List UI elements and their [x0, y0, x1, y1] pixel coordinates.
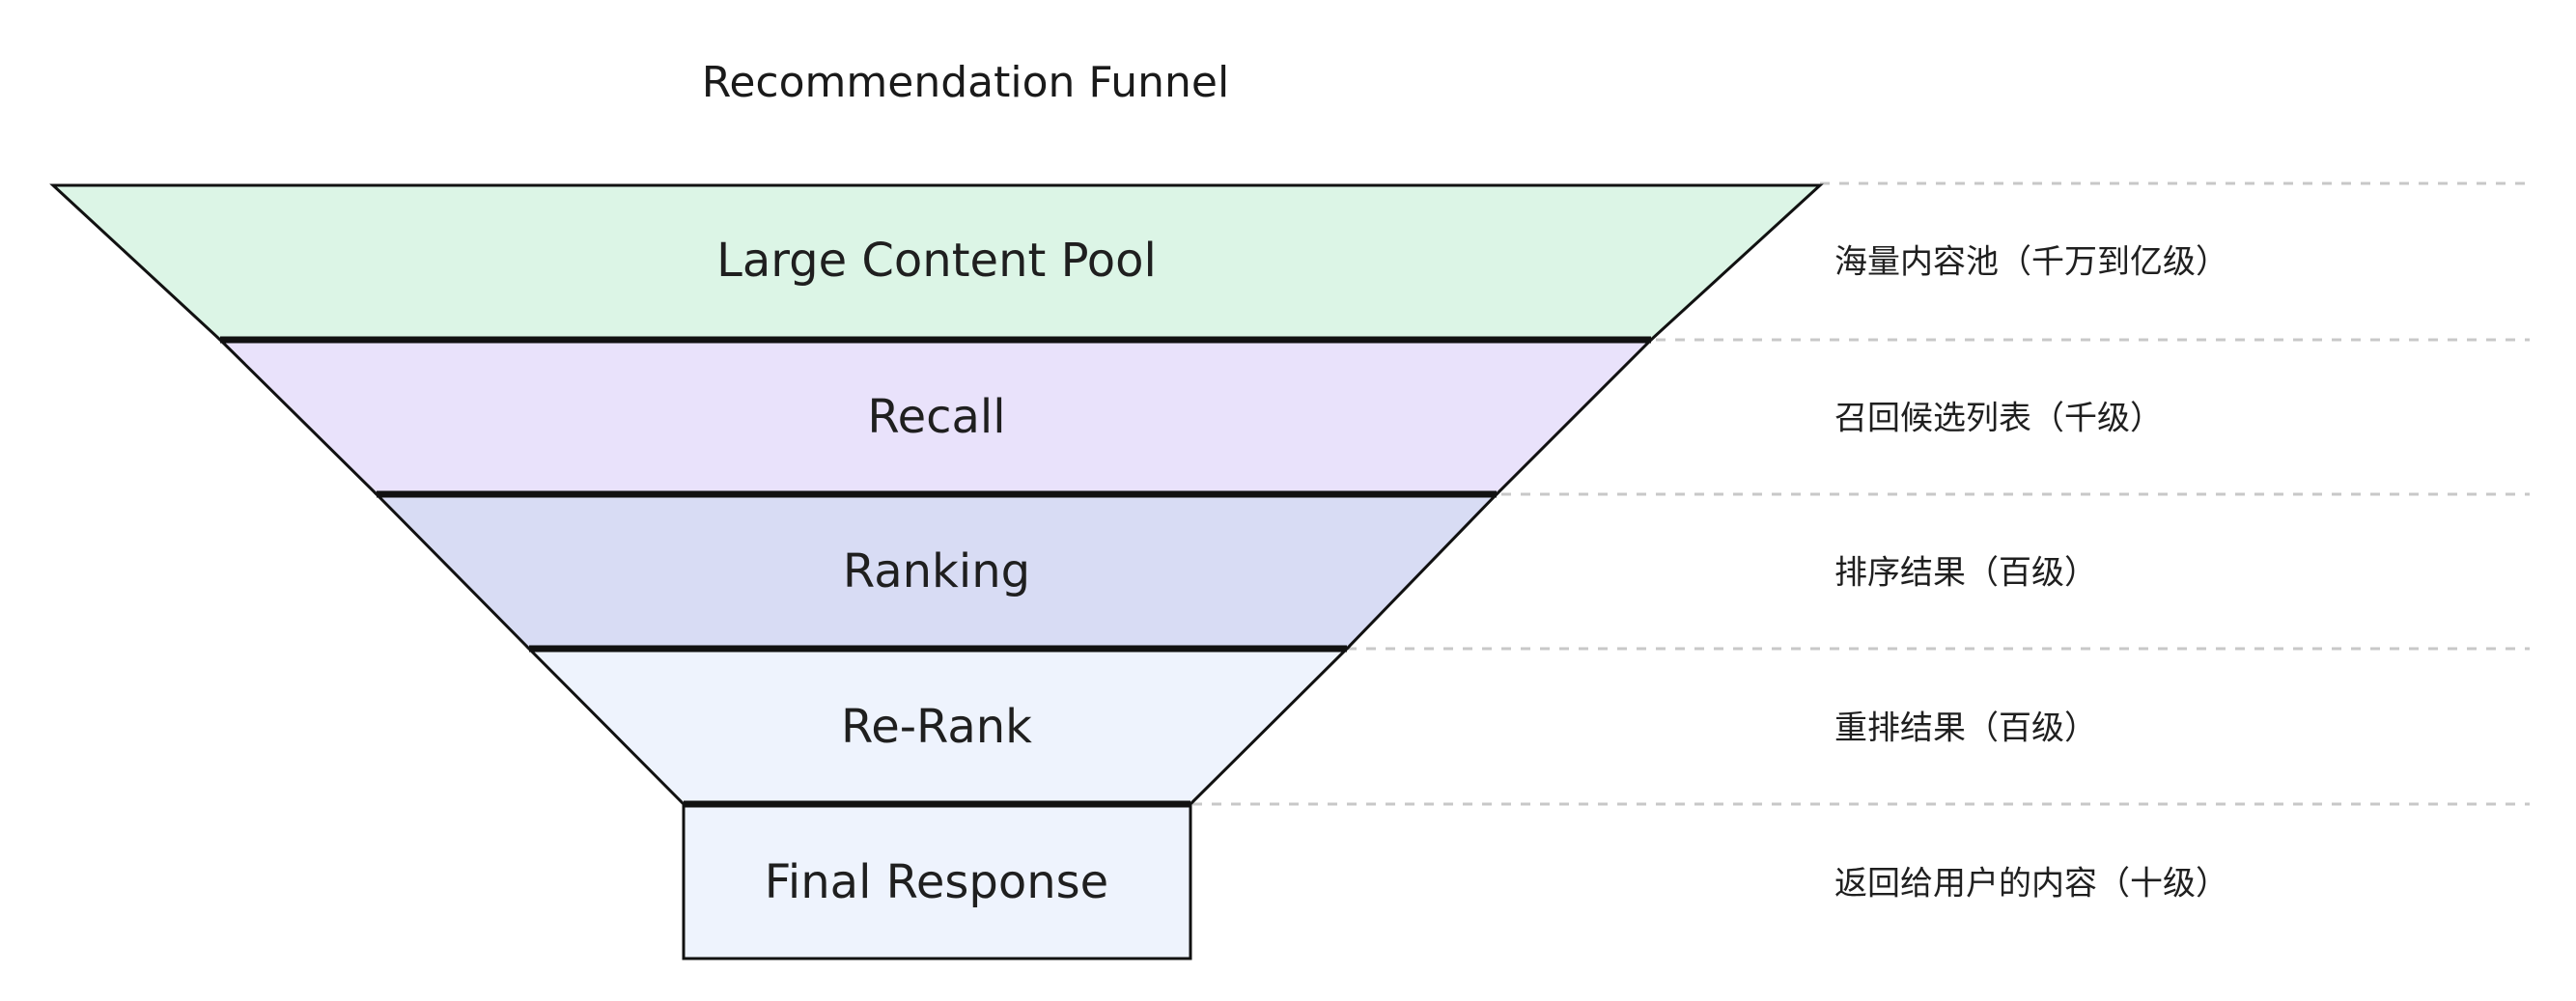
stage-label-re-rank: Re-Rank — [841, 700, 1032, 754]
stage-note-ranking: 排序结果（百级） — [1834, 554, 2097, 593]
stage-note-re-rank: 重排结果（百级） — [1834, 709, 2097, 748]
stage-note-final-response: 返回给用户的内容（十级） — [1834, 865, 2228, 904]
diagram-title: Recommendation Funnel — [702, 58, 1229, 107]
stage-note-large-content-pool: 海量内容池（千万到亿级） — [1834, 243, 2228, 282]
guide-lines — [1192, 181, 2530, 806]
stage-label-final-response: Final Response — [765, 855, 1108, 909]
funnel — [49, 183, 1824, 960]
stage-label-large-content-pool: Large Content Pool — [716, 234, 1157, 288]
stage-label-recall: Recall — [867, 390, 1005, 444]
stage-label-ranking: Ranking — [843, 544, 1030, 598]
stage-labels: Large Content Pool Recall Ranking Re-Ran… — [716, 234, 1157, 909]
stage-notes: 海量内容池（千万到亿级） 召回候选列表（千级） 排序结果（百级） 重排结果（百级… — [1834, 243, 2228, 904]
stage-note-recall: 召回候选列表（千级） — [1834, 400, 2163, 438]
